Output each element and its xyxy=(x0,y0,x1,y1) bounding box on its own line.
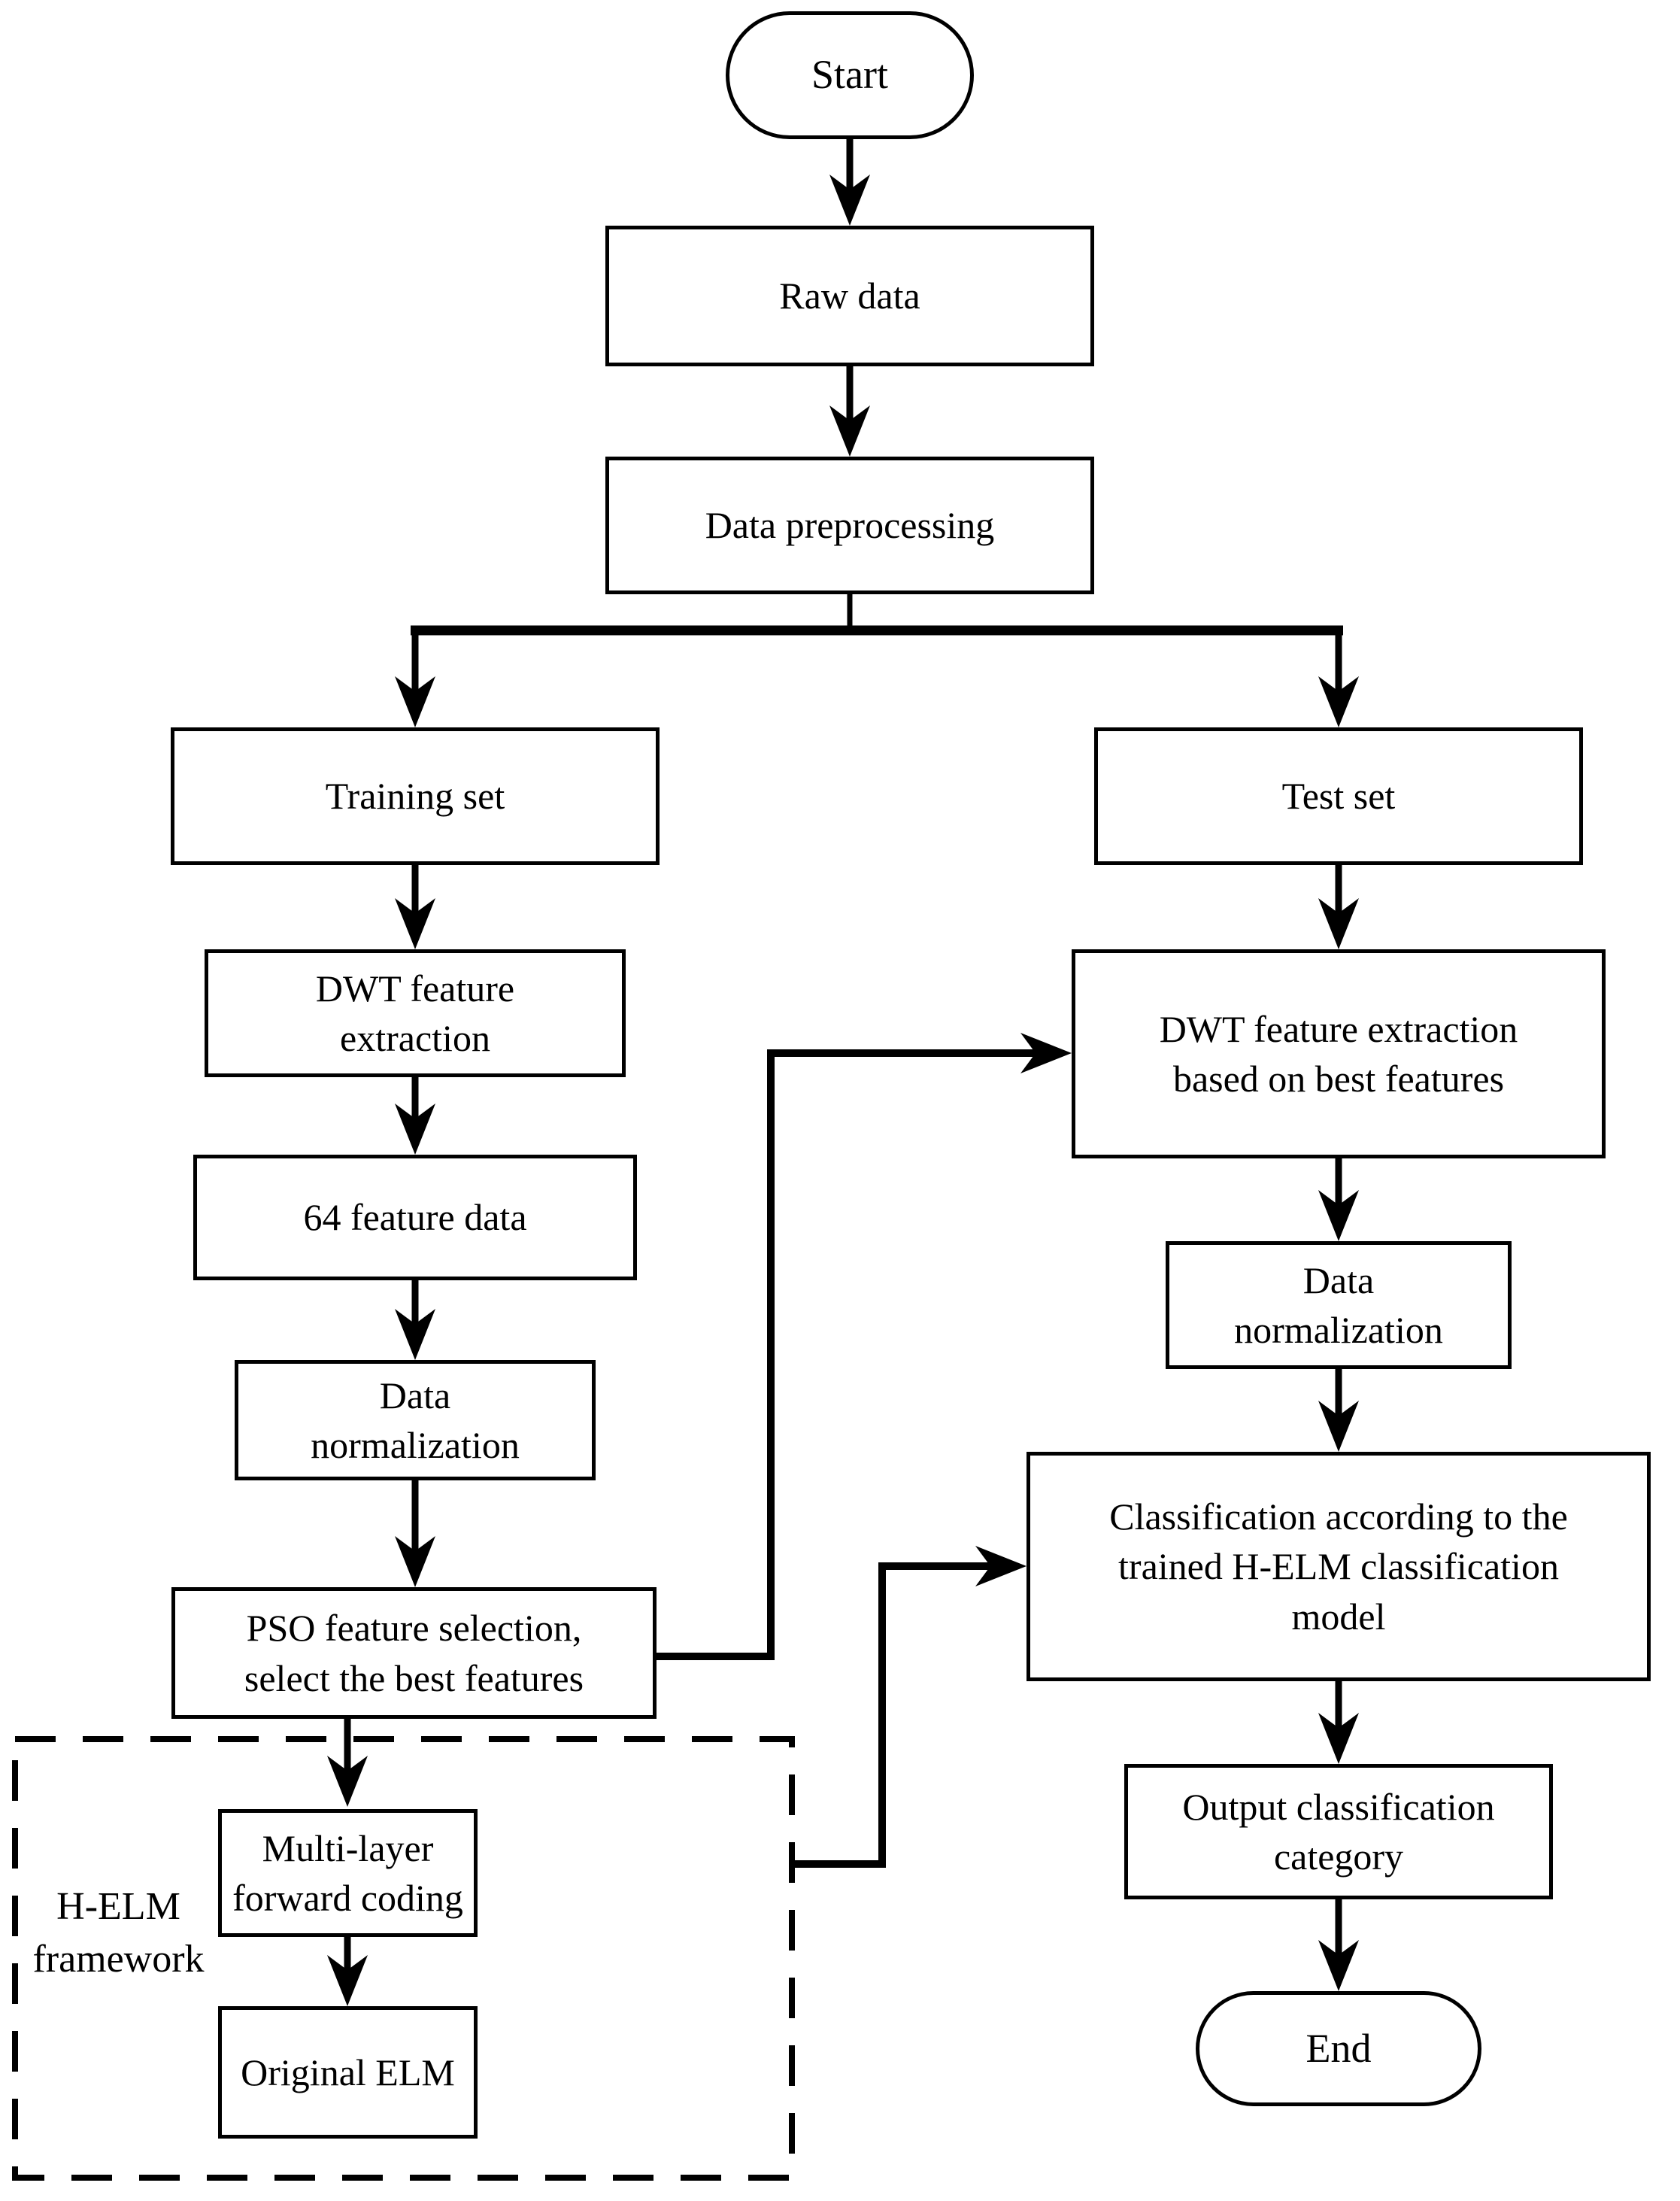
edge-normalization-to-classification xyxy=(1318,1368,1359,1452)
edge-dwt-to-64-feature xyxy=(395,1076,435,1155)
edge-multilayer-to-original-elm xyxy=(327,1935,368,2006)
node-original-elm: Original ELM xyxy=(218,2006,478,2139)
node-data-normalization-train: Data normalization xyxy=(235,1360,596,1480)
edge-test-to-dwt-best xyxy=(1318,864,1359,949)
node-output-classification-category: Output classification category xyxy=(1124,1764,1553,1899)
node-dwt-feature-extraction: DWT feature extraction xyxy=(205,949,626,1077)
edge-training-to-dwt xyxy=(395,864,435,949)
node-dwt-feature-extraction-best: DWT feature extraction based on best fea… xyxy=(1072,949,1606,1158)
edge-64-feature-to-normalization xyxy=(395,1279,435,1360)
node-pso-feature-selection: PSO feature selection, select the best f… xyxy=(171,1587,657,1719)
edge-dwt-best-to-normalization xyxy=(1318,1157,1359,1241)
node-test-set: Test set xyxy=(1094,727,1583,865)
edge-pso-to-dwt-best xyxy=(657,1033,1072,1660)
node-data-normalization-test: Data normalization xyxy=(1166,1241,1512,1369)
node-multi-layer-forward-coding: Multi-layer forward coding xyxy=(218,1809,478,1937)
edge-output-to-end xyxy=(1318,1898,1359,1991)
edge-start-to-raw-data xyxy=(829,138,870,226)
edge-classification-to-output xyxy=(1318,1680,1359,1764)
node-64-feature-data: 64 feature data xyxy=(193,1155,637,1280)
node-training-set: Training set xyxy=(171,727,660,865)
node-end: End xyxy=(1196,1991,1481,2106)
node-classification-helm: Classification according to the trained … xyxy=(1026,1452,1651,1681)
helm-framework-label: H-ELM framework xyxy=(32,1884,205,1981)
edge-pso-to-multilayer xyxy=(327,1717,368,1807)
edge-raw-data-to-preprocessing xyxy=(829,365,870,457)
edge-normalization-to-pso xyxy=(395,1479,435,1587)
node-start: Start xyxy=(726,11,974,139)
node-data-preprocessing: Data preprocessing xyxy=(605,457,1094,594)
edge-helm-framework-to-classification xyxy=(792,1546,1026,1868)
node-raw-data: Raw data xyxy=(605,226,1094,366)
edge-preprocessing-fork xyxy=(395,593,1359,727)
